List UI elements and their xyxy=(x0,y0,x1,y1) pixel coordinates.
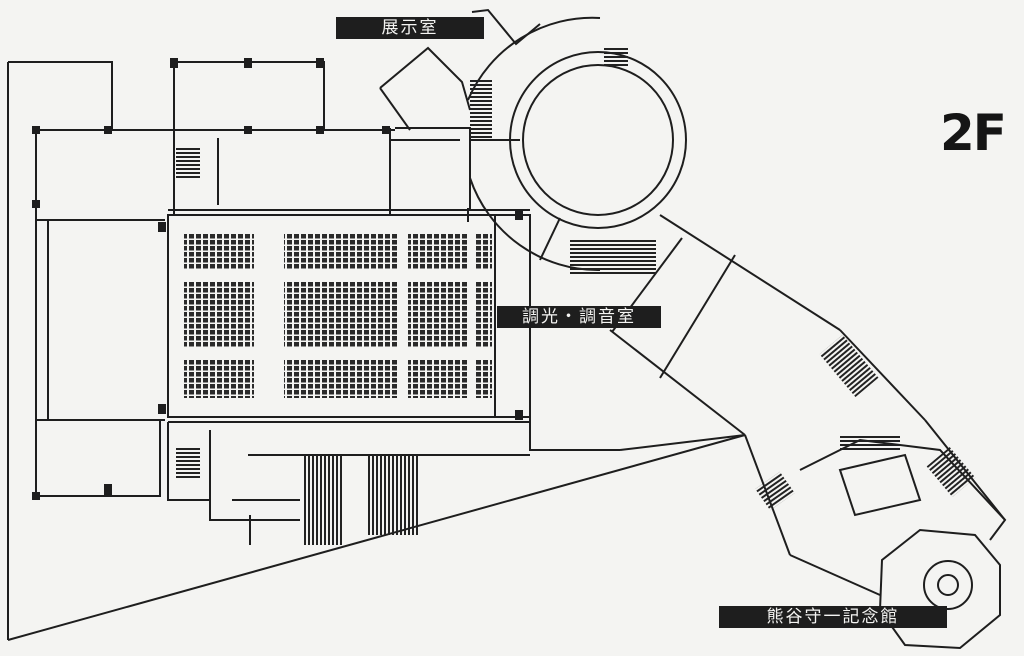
stairs xyxy=(176,46,976,545)
round-tower xyxy=(467,16,687,272)
seating xyxy=(184,234,492,398)
columns xyxy=(32,58,523,500)
north-rooms xyxy=(112,61,471,216)
diagonal-corridor xyxy=(609,214,1006,596)
memorial-hall-label: 熊谷守一記念館 xyxy=(719,606,947,628)
control-room-label: 調光・調音室 xyxy=(497,306,661,328)
floor-label: 2F xyxy=(940,104,1007,162)
exhibition-room-label: 展示室 xyxy=(336,17,484,39)
west-wing xyxy=(7,61,165,640)
